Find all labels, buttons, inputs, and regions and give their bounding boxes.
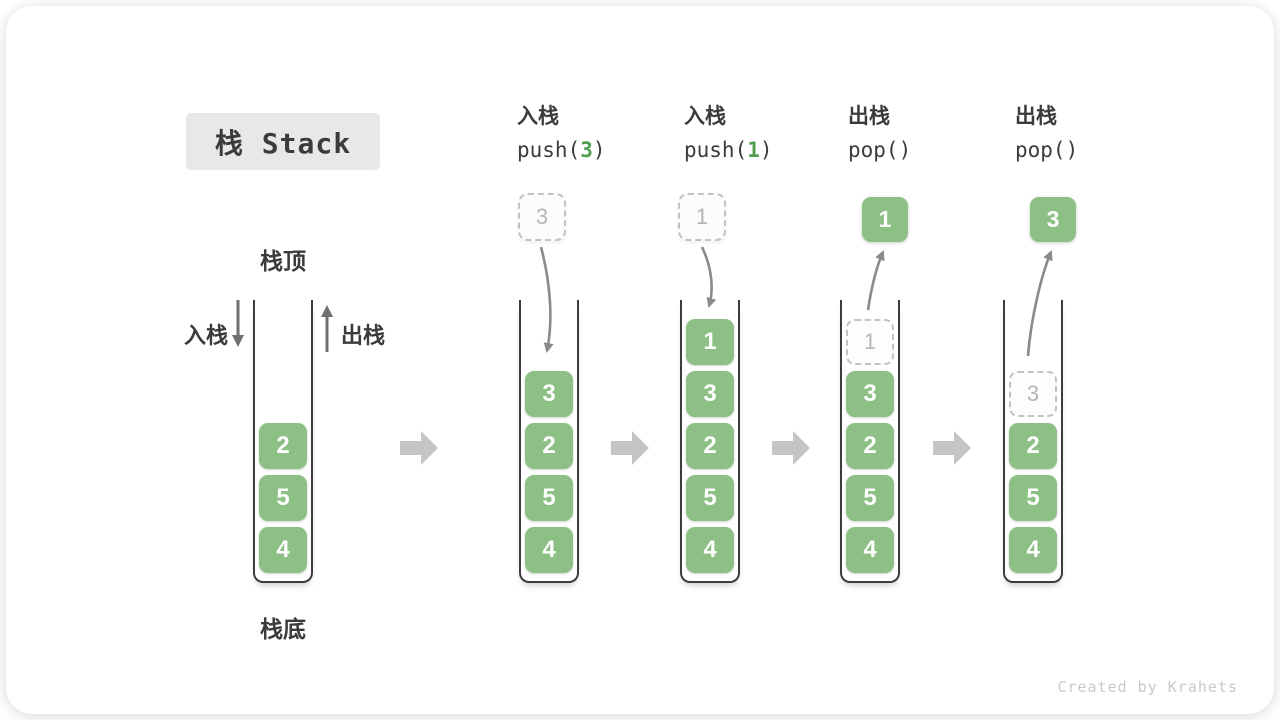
motion-arrow-icon xyxy=(866,250,885,311)
stack-cell-ghost: 1 xyxy=(846,319,894,365)
stack-cell: 5 xyxy=(1009,475,1057,521)
stack-container: 1 3 2 5 4 xyxy=(840,300,900,583)
stack-cell: 5 xyxy=(846,475,894,521)
stack-cell-ghost: 3 xyxy=(1009,371,1057,417)
stack-cells: 1 3 2 5 4 xyxy=(842,300,898,581)
stack-cell: 4 xyxy=(525,527,573,573)
pop-side-label: 出栈 xyxy=(341,323,386,348)
stack-cell: 2 xyxy=(259,423,307,469)
stack-cell: 1 xyxy=(686,319,734,365)
stack-cells: 3 2 5 4 xyxy=(521,300,577,581)
operation-label: 出栈 pop() xyxy=(1015,104,1185,162)
stack-cell: 2 xyxy=(846,423,894,469)
step-arrow-icon xyxy=(400,430,438,466)
step-arrow-icon xyxy=(933,430,971,466)
motion-arrow-icon xyxy=(539,246,554,353)
stack-container: 3 2 5 4 xyxy=(519,300,579,583)
title-box: 栈 Stack xyxy=(186,113,380,170)
stack-container: 1 3 2 5 4 xyxy=(680,300,740,583)
operation-name-cn: 入栈 xyxy=(517,105,559,128)
operation-label: 入栈 push(1) xyxy=(684,104,854,162)
operation-label: 出栈 pop() xyxy=(848,104,1018,162)
page-title: 栈 Stack xyxy=(214,126,352,160)
stack-cell: 3 xyxy=(525,371,573,417)
stack-state-pop-1: 出栈 pop() 1 1 3 2 5 4 xyxy=(840,0,911,720)
stack-top-label: 栈顶 xyxy=(260,248,306,274)
stack-cells: 1 3 2 5 4 xyxy=(682,300,738,581)
step-arrow-icon xyxy=(611,430,649,466)
stack-state-push-3: 入栈 push(3) 3 3 2 5 4 xyxy=(517,0,606,720)
operation-name-cn: 入栈 xyxy=(684,105,726,128)
stack-cell: 4 xyxy=(686,527,734,573)
stack-cell: 2 xyxy=(686,423,734,469)
stack-cell: 5 xyxy=(686,475,734,521)
push-pop-direction-arrows xyxy=(232,300,333,352)
floating-value-box: 1 xyxy=(678,193,726,241)
stack-cell: 5 xyxy=(525,475,573,521)
operation-code: pop() xyxy=(848,138,912,162)
operation-name-cn: 出栈 xyxy=(1015,105,1057,128)
stack-cell: 2 xyxy=(525,423,573,469)
stack-container: 3 2 5 4 xyxy=(1003,300,1063,583)
step-arrow-icon xyxy=(772,430,810,466)
operation-code: push(3) xyxy=(517,138,606,162)
motion-arrow-icon xyxy=(700,246,717,308)
stack-cell: 4 xyxy=(259,527,307,573)
motion-arrow-icon xyxy=(1026,250,1053,357)
stack-cell: 4 xyxy=(846,527,894,573)
floating-value-box: 3 xyxy=(518,193,566,241)
operation-name-cn: 出栈 xyxy=(848,105,890,128)
stack-cell: 5 xyxy=(259,475,307,521)
stack-state-push-1: 入栈 push(1) 1 1 3 2 5 4 xyxy=(678,0,773,720)
operation-label: 入栈 push(3) xyxy=(517,104,687,162)
stack-cell: 3 xyxy=(846,371,894,417)
floating-value-box: 3 xyxy=(1030,197,1076,242)
stack-cell: 4 xyxy=(1009,527,1057,573)
push-side-label: 入栈 xyxy=(183,323,228,348)
stack-cell: 3 xyxy=(686,371,734,417)
operation-code: push(1) xyxy=(684,138,773,162)
stack-state-initial: 2 5 4 xyxy=(253,0,313,720)
stack-state-pop-3: 出栈 pop() 3 3 2 5 4 xyxy=(1003,0,1078,720)
stack-cells: 2 5 4 xyxy=(255,300,311,581)
stack-cell: 2 xyxy=(1009,423,1057,469)
stack-cells: 3 2 5 4 xyxy=(1005,300,1061,581)
operation-code: pop() xyxy=(1015,138,1079,162)
floating-value-box: 1 xyxy=(862,197,908,242)
stack-container: 2 5 4 xyxy=(253,300,313,583)
watermark: Created by Krahets xyxy=(1057,678,1238,696)
stack-bottom-label: 栈底 xyxy=(260,616,306,642)
